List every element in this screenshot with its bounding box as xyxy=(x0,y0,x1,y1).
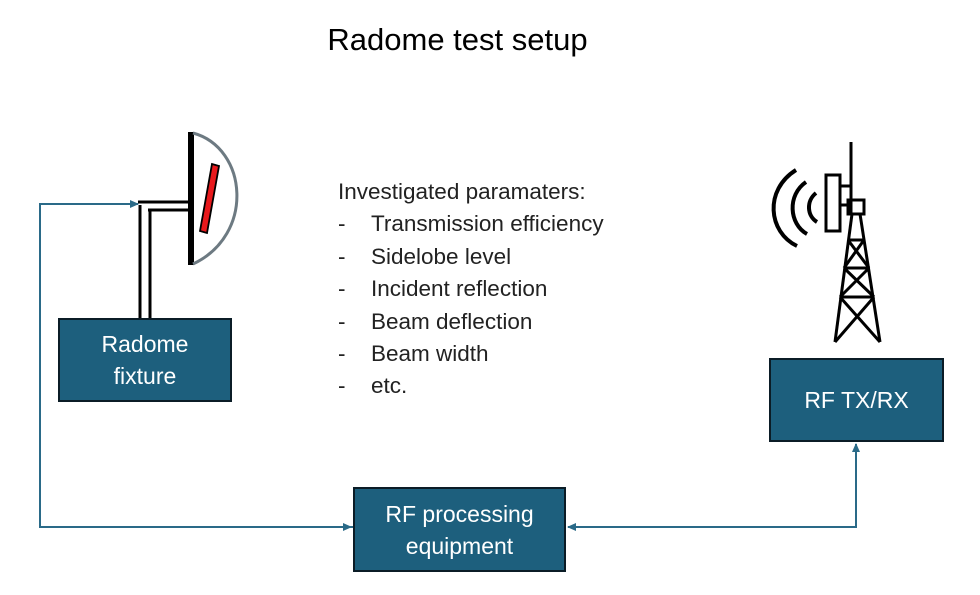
parameters-list: Investigated paramaters: -Transmission e… xyxy=(338,176,604,403)
list-item: -etc. xyxy=(338,373,408,399)
list-item: -Beam width xyxy=(338,341,489,367)
radome-fixture-box: Radome fixture xyxy=(58,318,232,402)
radome-antenna-icon xyxy=(138,131,239,318)
rf-processing-box: RF processing equipment xyxy=(353,487,566,572)
transmission-tower-icon xyxy=(771,142,882,343)
radome-fixture-label: Radome fixture xyxy=(101,331,189,389)
list-item: -Incident reflection xyxy=(338,276,548,302)
parameters-heading: Investigated paramaters: xyxy=(338,179,586,204)
list-item: -Sidelobe level xyxy=(338,243,512,269)
list-item: -Transmission efficiency xyxy=(338,211,604,237)
rf-txrx-box: RF TX/RX xyxy=(769,358,944,442)
list-item: -Beam deflection xyxy=(338,308,533,334)
rf-processing-label: RF processing equipment xyxy=(385,500,534,559)
rf-txrx-label: RF TX/RX xyxy=(804,387,909,413)
diagram-title: Radome test setup xyxy=(327,22,588,57)
connector-processing-to-rf-txrx xyxy=(568,443,860,528)
